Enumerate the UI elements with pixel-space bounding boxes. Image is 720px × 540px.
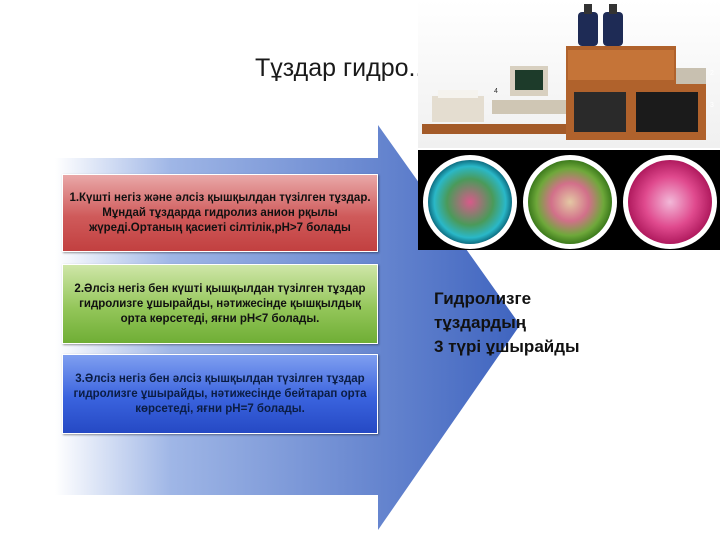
photo-label-2: 2 <box>710 70 714 77</box>
conclusion-line-3: 3 түрі ұшырайды <box>434 337 580 356</box>
photo-label-4: 4 <box>494 88 498 95</box>
conclusion-line-2: тұздардың <box>434 313 527 332</box>
hydrolysis-case-3-box: 3.Әлсіз негіз бен әлсіз қышқылдан түзілг… <box>62 354 378 434</box>
hydrolysis-case-1-text: 1.Күшті негіз және әлсіз қышқылдан түзіл… <box>69 191 371 234</box>
hydrolysis-case-2-text: 2.Әлсіз негіз бен күшті қышқылдан түзілг… <box>74 282 366 325</box>
hydrolysis-case-1-box: 1.Күшті негіз және әлсіз қышқылдан түзіл… <box>62 174 378 252</box>
hydrolysis-case-2-box: 2.Әлсіз негіз бен күшті қышқылдан түзілг… <box>62 264 378 344</box>
photo-label-1: 1 <box>570 30 574 37</box>
conclusion-line-1: Гидролизге <box>434 289 532 308</box>
conclusion-text: Гидролизге тұздардың 3 түрі ұшырайды <box>434 287 580 359</box>
hydrolysis-case-3-text: 3.Әлсіз негіз бен әлсіз қышқылдан түзілг… <box>73 372 367 415</box>
indicator-stains-photo <box>418 150 720 250</box>
slide-title: Тұздар гидро... <box>255 54 430 82</box>
photo-label-3: 3 <box>710 102 714 109</box>
lab-equipment-photo: 1 2 3 4 <box>418 0 720 148</box>
